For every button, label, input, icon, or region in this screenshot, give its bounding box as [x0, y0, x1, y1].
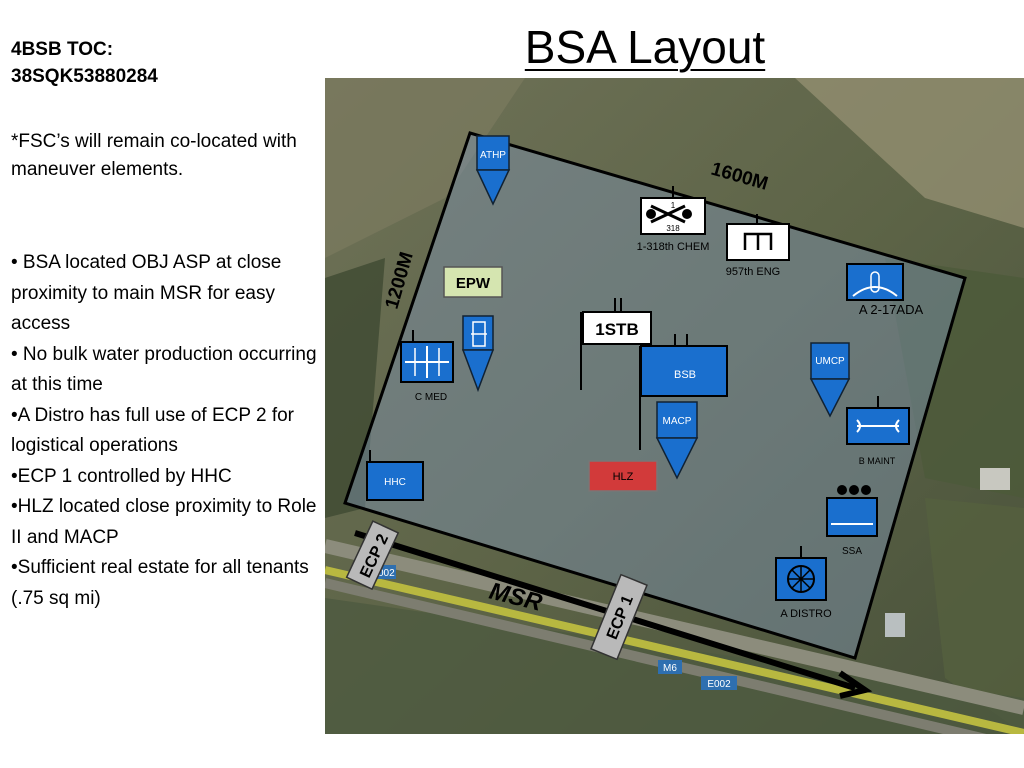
bmaint-symbol: B MAINT: [846, 396, 910, 466]
toc-grid: 38SQK53880284: [11, 66, 158, 87]
epw-box: [443, 266, 503, 298]
bullet-item: •ECP 1 controlled by HHC: [11, 465, 232, 487]
pennant-triangle: [461, 349, 495, 393]
hlz-box: [588, 460, 658, 492]
field-patch: [325, 78, 525, 258]
umcp-triangle: [809, 378, 851, 418]
bsb-symbol: BSB: [639, 334, 728, 450]
epw-label: EPW: [456, 275, 491, 292]
chem-label: 1-318th CHEM: [637, 241, 710, 253]
athp-symbol: ATHP: [475, 135, 511, 206]
cmed-label: C MED: [415, 392, 447, 403]
support-pennant: [461, 315, 495, 393]
macp-symbol: MACP: [655, 401, 699, 480]
athp-box: [476, 135, 510, 171]
umcp-box: [810, 342, 850, 380]
bullet-list: • BSA located OBJ ASP at close proximity…: [11, 248, 321, 614]
road-sign: [701, 676, 737, 690]
field-patch: [795, 78, 1024, 228]
adistro-label: A DISTRO: [780, 608, 832, 620]
slide-title: BSA Layout: [524, 21, 766, 73]
msr-route-line: [354, 530, 856, 691]
bullet-item: •HLZ located close proximity to Role II …: [11, 496, 317, 548]
ecp1-box: [590, 573, 648, 661]
athp-label: ATHP: [480, 150, 506, 161]
chem-num: 318: [666, 224, 680, 233]
bullet-item: • BSA located OBJ ASP at close proximity…: [11, 252, 282, 334]
bullet-item: •Sufficient real estate for all tenants …: [11, 557, 309, 609]
ada-missile: [870, 271, 880, 293]
fsc-note: *FSC’s will remain co-located with maneu…: [11, 131, 297, 180]
field-patch: [325, 258, 385, 518]
macp-box: [656, 401, 698, 439]
building: [885, 613, 905, 637]
hlz-label: HLZ: [613, 471, 634, 483]
ecp1-sign: ECP 1: [590, 573, 648, 661]
eng-icon: [743, 232, 773, 250]
stb-box: [582, 311, 652, 345]
umcp-symbol: UMCP: [809, 342, 851, 418]
echelon-dot: [849, 485, 859, 495]
msr-arrowhead: [838, 670, 873, 699]
chem-dot: [646, 209, 656, 219]
road-sign: [658, 660, 682, 674]
stb-label: 1STB: [595, 320, 638, 339]
stb-symbol: 1STB: [580, 298, 652, 390]
epw-symbol: EPW: [443, 266, 503, 298]
macp-label: MACP: [663, 416, 692, 427]
umcp-label: UMCP: [815, 356, 845, 367]
adistro-symbol: A DISTRO: [775, 546, 832, 620]
athp-triangle: [475, 169, 511, 206]
road-sign-label: E002: [707, 679, 731, 690]
bmaint-label: B MAINT: [859, 456, 896, 466]
ssa-symbol: SSA: [826, 485, 878, 557]
ada-symbol: A 2-17ADA: [846, 263, 924, 317]
bullet-item: • No bulk water production occurring at …: [11, 343, 317, 396]
road-sign-label: M6: [663, 663, 677, 674]
road-sign-label: E002: [371, 568, 395, 579]
echelon-dot: [837, 485, 847, 495]
wheel-spoke: [791, 569, 811, 589]
cmed-symbol: C MED: [400, 330, 454, 403]
bullet-item: •A Distro has full use of ECP 2 for logi…: [11, 404, 294, 457]
chem-symbol: 1 318 1-318th CHEM: [637, 186, 710, 253]
ada-label: A 2-17ADA: [859, 302, 924, 317]
chem-retort: [650, 204, 686, 224]
toc-label: 4BSB TOC:: [11, 39, 114, 60]
eng-symbol: 957th ENG: [726, 214, 790, 278]
hhc-box: [366, 461, 424, 501]
ssa-label: SSA: [842, 546, 862, 557]
eng-label: 957th ENG: [726, 266, 780, 278]
highway-road: [325, 539, 1024, 715]
building: [980, 468, 1010, 490]
toc-location: 4BSB TOC: 38SQK53880284: [11, 36, 316, 90]
ada-dome: [852, 286, 898, 297]
chem-dot: [682, 209, 692, 219]
wrench-icon: [856, 419, 900, 433]
bsb-label: BSB: [674, 369, 696, 381]
hlz-symbol: HLZ: [588, 460, 658, 492]
chem-top: 1: [671, 201, 676, 210]
hhc-label: HHC: [384, 477, 406, 488]
echelon-dot: [861, 485, 871, 495]
ssa-box: [826, 497, 878, 537]
highway-road: [325, 566, 1024, 734]
field-patch: [925, 498, 1024, 734]
pennant-box: [462, 315, 494, 351]
satellite-map: 1600M 1200M MSR E002 M6 E002 ECP 2 ECP 1…: [325, 78, 1024, 734]
macp-triangle: [655, 437, 699, 480]
hhc-symbol: HHC: [366, 450, 424, 501]
bsb-box: [640, 345, 728, 397]
ecp2-box: [345, 520, 400, 591]
map-canvas: 1600M 1200M MSR E002 M6 E002 ECP 2 ECP 1…: [325, 78, 1024, 734]
